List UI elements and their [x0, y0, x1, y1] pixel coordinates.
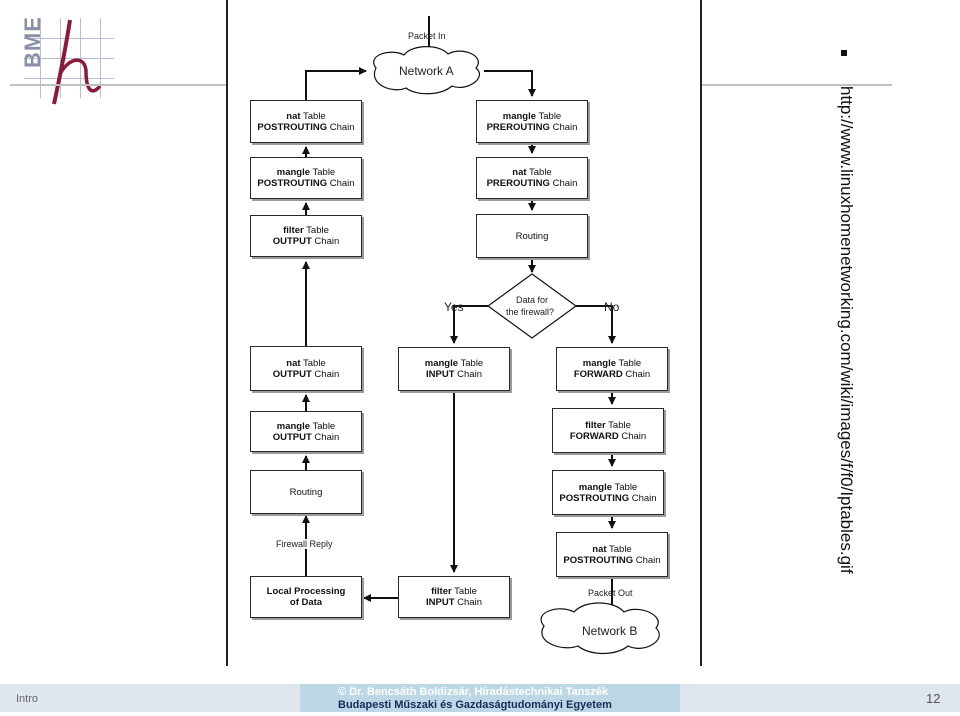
box-mangle-input: mangle Table INPUT Chain [398, 347, 510, 391]
footer: Intro © Dr. Bencsáth Boldizsár, Híradást… [0, 684, 960, 716]
decision-line-1: Data for [516, 295, 549, 305]
box-mangle-postrouting-right: mangle Table POSTROUTING Chain [552, 470, 664, 515]
yes-label: Yes [444, 300, 464, 314]
decision-diamond [486, 273, 578, 339]
packet-out-label: Packet Out [588, 588, 633, 598]
box-nat-postrouting-left: nat Table POSTROUTING Chain [250, 100, 362, 143]
header-rule-right [702, 84, 892, 86]
diagram-border-left [226, 0, 228, 666]
decision-line-2: the firewall? [506, 307, 555, 317]
network-a-label: Network A [399, 64, 454, 78]
box-filter-output: filter Table OUTPUT Chain [250, 215, 362, 257]
footer-center-band [300, 684, 680, 712]
box-routing-left: Routing [250, 470, 362, 514]
box-mangle-forward: mangle Table FORWARD Chain [556, 347, 668, 391]
box-routing-right: Routing [476, 214, 588, 258]
box-filter-input: filter Table INPUT Chain [398, 576, 510, 618]
flow-lines [302, 16, 660, 655]
footer-copyright: © Dr. Bencsáth Boldizsár, Híradástechnik… [338, 686, 609, 698]
footer-university: Budapesti Műszaki és Gazdaságtudományi E… [338, 699, 612, 711]
box-nat-postrouting-right: nat Table POSTROUTING Chain [556, 532, 668, 577]
box-mangle-prerouting: mangle Table PREROUTING Chain [476, 100, 588, 143]
box-local-processing: Local Processing of Data [250, 576, 362, 618]
header-rule-left [10, 84, 226, 86]
network-a-cloud [373, 46, 480, 95]
diagram-border-right [700, 0, 702, 666]
page-number: 12 [926, 691, 941, 706]
packet-in-label: Packet In [408, 31, 446, 41]
network-b-cloud [540, 602, 660, 655]
bullet-square [841, 50, 847, 56]
source-url[interactable]: http://www.linuxhomenetworking.com/wiki/… [837, 86, 856, 574]
box-mangle-output: mangle Table OUTPUT Chain [250, 411, 362, 452]
iptables-diagram: Packet In Network A Network B Packet Out… [226, 0, 702, 666]
box-nat-output: nat Table OUTPUT Chain [250, 346, 362, 391]
bme-logo: BME [10, 8, 120, 105]
network-b-label: Network B [582, 624, 638, 638]
firewall-reply-label: Firewall Reply [276, 539, 333, 549]
decision-text: Data for [516, 295, 548, 305]
box-filter-forward: filter Table FORWARD Chain [552, 408, 664, 453]
no-label: No [604, 300, 620, 314]
footer-section-label: Intro [16, 693, 39, 705]
box-nat-prerouting: nat Table PREROUTING Chain [476, 157, 588, 199]
box-mangle-postrouting-left: mangle Table POSTROUTING Chain [250, 157, 362, 199]
logo-h-mark [52, 19, 102, 105]
